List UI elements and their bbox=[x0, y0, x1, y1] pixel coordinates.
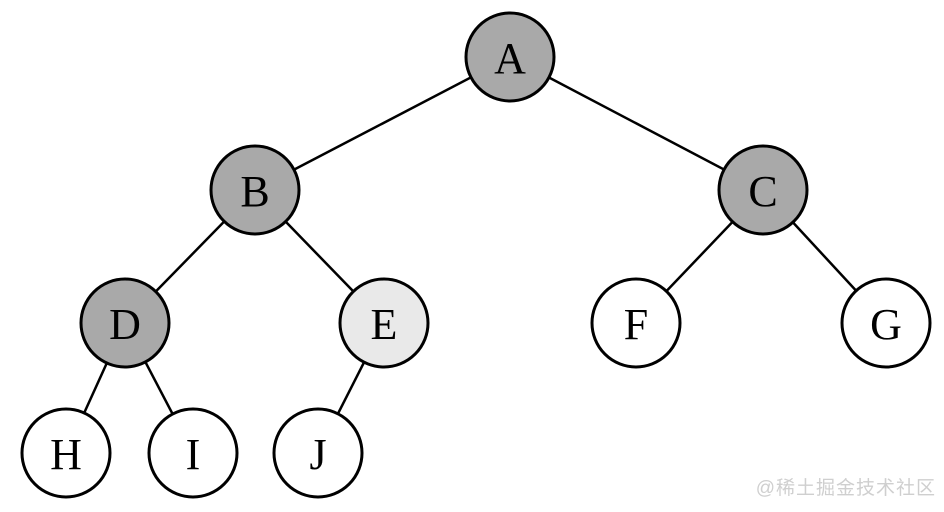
tree-node-E: E bbox=[338, 277, 430, 369]
node-circle-A bbox=[464, 11, 556, 103]
node-label-H: H bbox=[50, 430, 82, 479]
node-circle-E bbox=[338, 277, 430, 369]
node-label-D: D bbox=[109, 300, 141, 349]
node-circle-I bbox=[147, 407, 239, 499]
node-circle-F bbox=[590, 277, 682, 369]
edge-A-B bbox=[254, 55, 511, 192]
tree-node-C: C bbox=[717, 144, 809, 236]
node-label-C: C bbox=[748, 167, 777, 216]
tree-node-F: F bbox=[590, 277, 682, 369]
node-circle-C bbox=[717, 144, 809, 236]
tree-node-I: I bbox=[147, 407, 239, 499]
tree-node-A: A bbox=[464, 11, 556, 103]
node-label-A: A bbox=[494, 34, 526, 83]
node-circle-B bbox=[209, 144, 301, 236]
node-label-B: B bbox=[240, 167, 269, 216]
node-label-F: F bbox=[624, 300, 648, 349]
node-circle-J bbox=[272, 407, 364, 499]
edge-A-C bbox=[509, 55, 764, 192]
node-label-E: E bbox=[371, 300, 398, 349]
tree-node-G: G bbox=[840, 277, 932, 369]
tree-node-J: J bbox=[272, 407, 364, 499]
node-label-I: I bbox=[186, 430, 201, 479]
node-circle-D bbox=[79, 277, 171, 369]
tree-node-H: H bbox=[20, 407, 112, 499]
node-label-J: J bbox=[309, 430, 326, 479]
node-label-G: G bbox=[870, 300, 902, 349]
tree-node-D: D bbox=[79, 277, 171, 369]
tree-node-B: B bbox=[209, 144, 301, 236]
watermark-text: @稀土掘金技术社区 bbox=[755, 478, 936, 499]
node-circle-G bbox=[840, 277, 932, 369]
node-circle-H bbox=[20, 407, 112, 499]
